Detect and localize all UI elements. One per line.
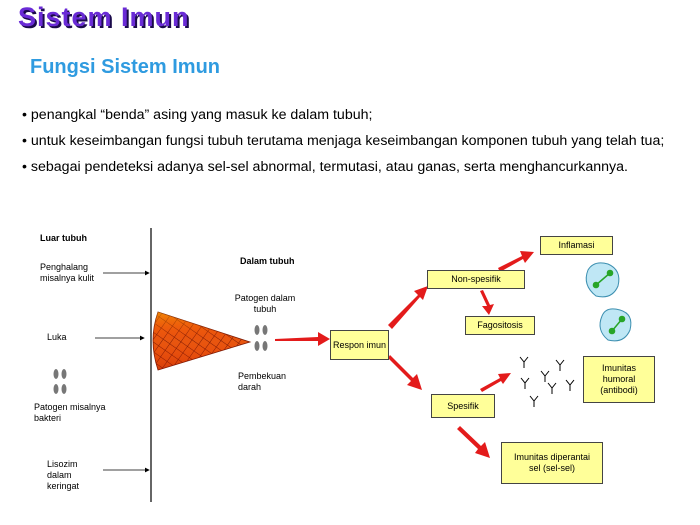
- barrier-label: Penghalang misalnya kulit: [40, 262, 95, 283]
- inside-body-header: Dalam tubuh: [240, 256, 295, 266]
- pathogen-oval: [61, 369, 67, 379]
- pathogen-oval: [61, 384, 67, 394]
- humoral-immunity-box: Imunitas humoral (antibodi): [583, 356, 655, 403]
- antibody-icon: [520, 377, 530, 389]
- antibody-icon: [555, 359, 565, 371]
- lysozyme-label: Lisozim dalam keringat: [47, 459, 80, 491]
- antibody-icon: [519, 356, 529, 368]
- clotting-label: Pembekuan darah: [238, 371, 287, 392]
- arrow-to-specific: [388, 355, 422, 390]
- cellular-immunity-box: Imunitas diperantai sel (sel-sel): [501, 442, 603, 484]
- bullet-dot: •: [22, 107, 27, 123]
- red-arrows: [275, 251, 534, 458]
- immune-response-box: Respon imun: [330, 330, 389, 360]
- arrow-to-phagocytosis: [480, 290, 494, 315]
- pathogen-oval: [254, 325, 260, 335]
- pathogen-oval: [53, 369, 59, 379]
- bullet-item: • untuk keseimbangan fungsi tubuh teruta…: [22, 132, 672, 150]
- bullet-dot: •: [22, 159, 27, 175]
- arrow-to-antibodies: [480, 373, 511, 392]
- pathogen-inside-label: Patogen dalam tubuh: [234, 293, 296, 314]
- bullet-item: • penangkal “benda” asing yang masuk ke …: [22, 106, 672, 124]
- nonspecific-box: Non-spesifik: [427, 270, 525, 289]
- antibody-icon: [529, 395, 539, 407]
- slide-title: Sistem Imun: [18, 2, 190, 32]
- arrow-to-inflammation: [498, 251, 534, 272]
- arrow-to-cellular: [457, 426, 490, 458]
- immune-cell-icon: [585, 262, 620, 298]
- bullet-text: penangkal “benda” asing yang masuk ke da…: [30, 107, 373, 123]
- pathogen-oval: [254, 341, 260, 351]
- antibody-cluster: [519, 356, 575, 407]
- pathogen-bacteria-label: Patogen misalnya bakteri: [34, 402, 106, 423]
- arrow-to-nonspecific: [388, 286, 428, 329]
- pathogen-oval: [262, 325, 268, 335]
- antibody-icon: [565, 379, 575, 391]
- wound-label: Luka: [47, 332, 67, 342]
- bullet-dot: •: [22, 133, 27, 149]
- specific-box: Spesifik: [431, 394, 495, 418]
- bullet-text: sebagai pendeteksi adanya sel-sel abnorm…: [30, 159, 628, 175]
- outside-body-header: Luar tubuh: [40, 233, 87, 243]
- antibody-icon: [547, 382, 557, 394]
- pathogen-oval: [262, 341, 268, 351]
- immune-cell-icon: [599, 308, 632, 342]
- inflammation-box: Inflamasi: [540, 236, 613, 255]
- pathogen-oval: [53, 384, 59, 394]
- bullet-list: • penangkal “benda” asing yang masuk ke …: [22, 106, 672, 184]
- bullet-item: • sebagai pendeteksi adanya sel-sel abno…: [22, 158, 672, 176]
- section-subtitle: Fungsi Sistem Imun: [30, 56, 221, 78]
- wound-cone-shade: [153, 312, 250, 370]
- antibody-icon: [540, 370, 550, 382]
- arrow-to-response: [275, 332, 330, 346]
- bullet-text: untuk keseimbangan fungsi tubuh terutama…: [30, 133, 665, 149]
- phagocytosis-box: Fagositosis: [465, 316, 535, 335]
